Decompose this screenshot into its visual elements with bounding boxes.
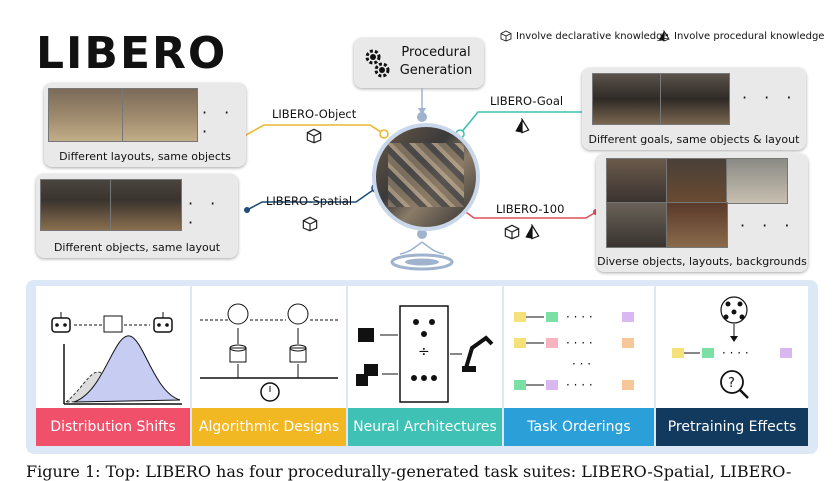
pyramid-icon: [659, 30, 670, 42]
pyramid-icon: [515, 118, 530, 134]
svg-text:· · · ·: · · · ·: [722, 346, 749, 360]
scene-image: [122, 88, 198, 142]
pyramid-icon: [525, 224, 540, 240]
figure-caption: Figure 1: Top: LIBERO has four procedura…: [26, 462, 792, 481]
ellipsis: · · ·: [742, 88, 798, 107]
panel-libero-object: · · · Different layouts, same objects: [44, 83, 246, 167]
procedural-generation-box: Procedural Generation: [354, 38, 484, 88]
scene-image: [40, 179, 112, 231]
procedural-title-line1: Procedural: [401, 45, 471, 60]
suite-label-spatial: LIBERO-Spatial: [266, 194, 353, 208]
task-ordering-illustration: · · · · · · · · · · · · · · ·: [514, 310, 634, 392]
suite-label-goal: LIBERO-Goal: [490, 94, 564, 108]
central-scene-collage: [372, 123, 480, 231]
label-task-orderings: Task Orderings: [504, 408, 654, 446]
suite-label-object: LIBERO-Object: [272, 107, 357, 121]
cube-icon: [500, 30, 512, 42]
panel-caption: Different layouts, same objects: [59, 150, 231, 163]
scene-image: [110, 179, 182, 231]
card-pretraining-effects: · · · · ? Pretraining Effects: [656, 286, 808, 446]
svg-text:÷: ÷: [418, 344, 430, 360]
architecture-illustration: ÷: [356, 305, 494, 403]
panel-libero-spatial: · · · Different objects, same layout: [36, 174, 238, 258]
svg-text:?: ?: [728, 376, 735, 391]
scene-image: [48, 88, 124, 142]
scene-image: [666, 202, 728, 248]
svg-text:· · · ·: · · · ·: [566, 378, 593, 392]
svg-text:· · · ·: · · · ·: [566, 336, 593, 350]
ellipsis: · · ·: [740, 216, 796, 235]
procedural-title-line2: Generation: [399, 63, 473, 78]
scene-image: [606, 158, 668, 204]
panel-libero-goal: · · · Different goals, same objects & la…: [582, 68, 806, 150]
panel-libero-100: · · · Diverse objects, layouts, backgrou…: [596, 154, 808, 272]
panel-caption: Different objects, same layout: [53, 241, 221, 254]
panel-caption: Different goals, same objects & layout: [588, 133, 800, 146]
svg-text:· · · ·: · · · ·: [566, 310, 593, 324]
algorithm-illustration: [200, 303, 338, 402]
legend-declarative-label: Involve declarative knowledge: [516, 30, 669, 42]
cube-icon: [504, 224, 520, 240]
label-neural-architectures: Neural Architectures: [348, 408, 502, 446]
libero-logo: LIBERO: [36, 28, 228, 79]
scene-image: [606, 202, 668, 248]
ellipsis: · · ·: [188, 194, 222, 232]
gears-icon: [365, 49, 390, 78]
suite-label-100: LIBERO-100: [496, 202, 565, 216]
label-algorithmic-designs: Algorithmic Designs: [192, 408, 346, 446]
label-distribution-shifts: Distribution Shifts: [36, 408, 190, 446]
distribution-shift-illustration: [51, 312, 182, 405]
cube-icon: [306, 128, 322, 144]
cube-icon: [302, 216, 318, 232]
card-neural-architectures: ÷ Neural Architectures: [348, 286, 502, 446]
svg-text:· · ·: · · ·: [572, 357, 591, 371]
panel-caption: Diverse objects, layouts, backgrounds: [597, 255, 807, 268]
pretraining-illustration: · · · · ?: [672, 296, 792, 399]
scene-image: [666, 158, 728, 204]
scene-image: [726, 158, 788, 204]
legend-declarative: Involve declarative knowledge: [500, 30, 669, 42]
scene-image: [592, 73, 662, 125]
label-pretraining-effects: Pretraining Effects: [656, 408, 808, 446]
scene-image: [660, 73, 730, 125]
card-algorithmic-designs: Algorithmic Designs: [192, 286, 346, 446]
legend-procedural-label: Involve procedural knowledge: [674, 30, 825, 42]
card-task-orderings: · · · · · · · · · · · · · · · Task Order…: [504, 286, 654, 446]
card-distribution-shifts: Distribution Shifts: [36, 286, 190, 446]
ellipsis: · · ·: [202, 103, 236, 141]
legend-procedural: Involve procedural knowledge: [658, 30, 824, 42]
